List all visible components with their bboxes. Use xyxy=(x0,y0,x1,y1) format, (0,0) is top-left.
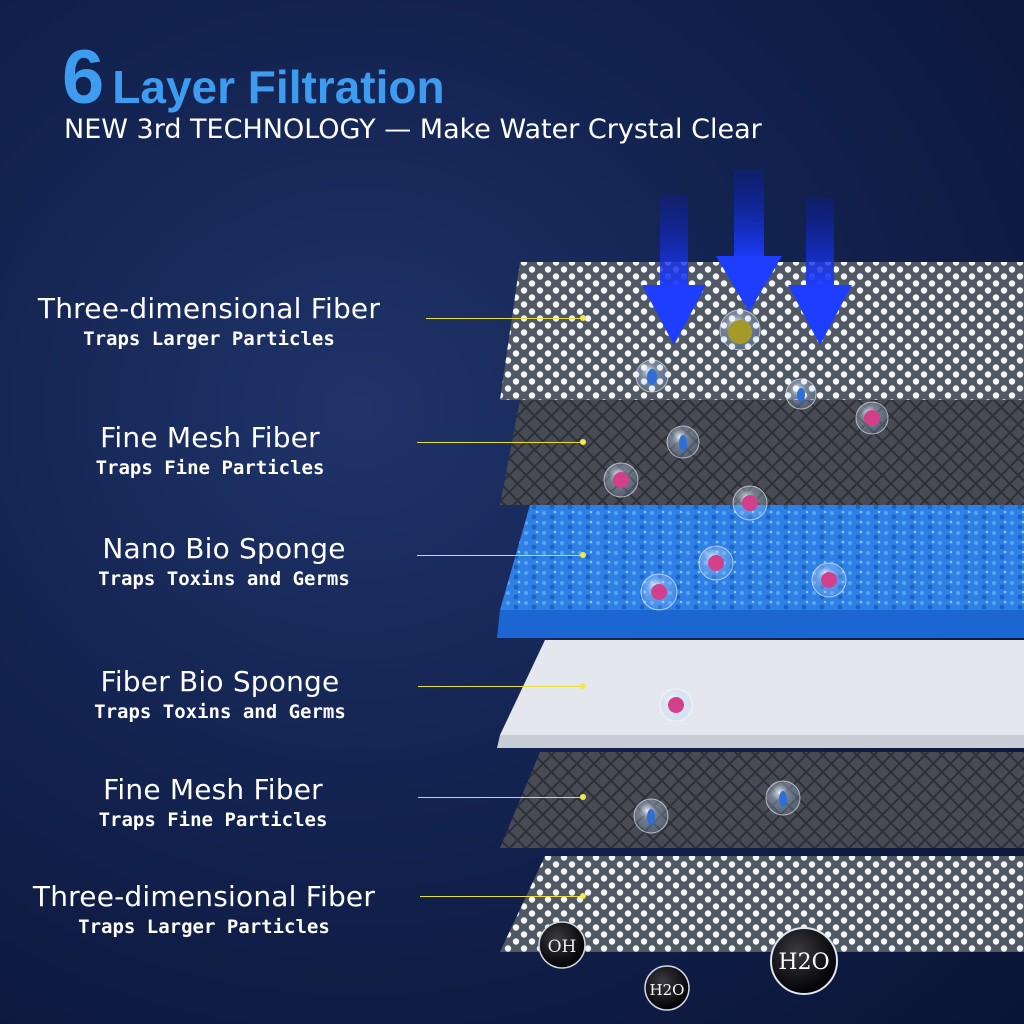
layer-1-3d-fiber xyxy=(500,262,1024,400)
oh-molecule-label: OH xyxy=(548,937,577,957)
water-flow-arrows xyxy=(642,170,852,345)
layer-label-5: Fine Mesh Fiber Traps Fine Particles xyxy=(98,773,328,831)
subtitle: NEW 3rd TECHNOLOGY — Make Water Crystal … xyxy=(64,114,762,145)
leader-dot-6 xyxy=(580,893,586,899)
leader-dot-2 xyxy=(580,439,586,445)
leader-line-4 xyxy=(418,686,582,687)
leader-line-5 xyxy=(418,797,582,798)
leader-dot-1 xyxy=(580,315,586,321)
leader-line-6 xyxy=(420,896,582,897)
leader-dot-4 xyxy=(580,683,586,689)
layer-6-3d-fiber xyxy=(500,856,1024,952)
layer-4-fiber-sponge xyxy=(497,640,1024,748)
particles xyxy=(603,309,889,834)
leader-dot-5 xyxy=(580,794,586,800)
layer-label-6: Three-dimensional Fiber Traps Larger Par… xyxy=(32,880,376,938)
layer-5-fine-mesh xyxy=(500,752,1024,848)
layer-label-2: Fine Mesh Fiber Traps Fine Particles xyxy=(95,421,325,479)
headline: Layer Filtration xyxy=(112,61,445,113)
layer-count: 6 xyxy=(62,35,105,120)
layer-label-4: Fiber Bio Sponge Traps Toxins and Germs xyxy=(94,665,346,723)
leader-line-1 xyxy=(426,318,582,319)
layer-2-fine-mesh xyxy=(500,400,1024,505)
leader-dot-3 xyxy=(580,552,586,558)
layer-label-3: Nano Bio Sponge Traps Toxins and Germs xyxy=(98,532,350,590)
layer-3-nano-sponge xyxy=(497,505,1024,638)
molecules: OH H2O H2O xyxy=(538,921,838,1011)
leader-line-2 xyxy=(417,442,582,443)
layer-label-1: Three-dimensional Fiber Traps Larger Par… xyxy=(37,292,381,350)
h2o-molecule-label-small: H2O xyxy=(650,981,685,999)
h2o-molecule-label: H2O xyxy=(778,950,829,975)
leader-line-3 xyxy=(417,555,582,556)
